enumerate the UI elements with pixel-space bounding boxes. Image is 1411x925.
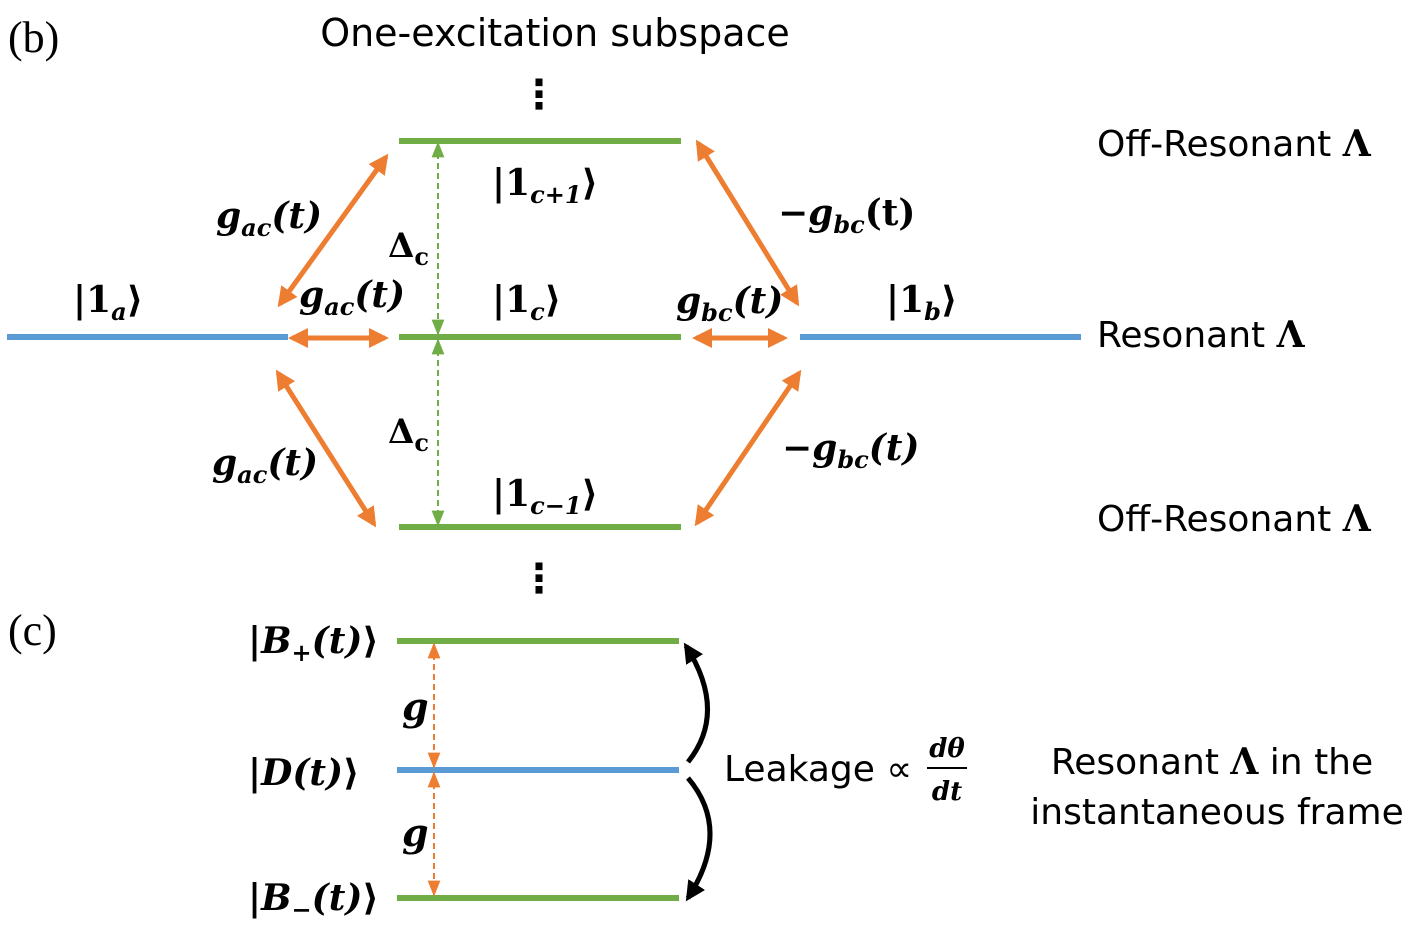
coupling-label-ac-top: gac(t): [216, 195, 322, 242]
leakage-label: Leakage ∝: [724, 749, 912, 790]
ellipsis-top: ⋮: [519, 72, 559, 118]
detuning-label-upper: Δc: [388, 226, 429, 271]
ket-label-b-plus: |B+(t)⟩: [248, 620, 379, 667]
coupling-arrow-bc-top: [695, 139, 800, 307]
ket-label-dark: |D(t)⟩: [248, 752, 359, 794]
panel-b-title: One-excitation subspace: [320, 11, 790, 55]
ket-label-1b: |1b⟩: [886, 279, 957, 326]
coupling-arrow-ac-top: [277, 153, 389, 308]
leakage-arrow-down: [685, 776, 713, 902]
leakage-fraction-numerator: dθ: [929, 734, 965, 764]
coupling-arrow-ac-bot: [275, 369, 377, 528]
gap-label-lower: g: [402, 810, 429, 855]
ket-label-1a: |1a⟩: [73, 279, 143, 326]
detuning-label-lower: Δc: [388, 412, 429, 457]
ket-label-b-minus: |B−(t)⟩: [248, 877, 379, 924]
ket-label-1c-plus-1: |1c+1⟩: [492, 162, 598, 209]
ket-label-1c-minus-1: |1c−1⟩: [492, 473, 598, 520]
side-label-top: Off-Resonant Λ: [1097, 123, 1372, 165]
ket-label-1c: |1c⟩: [492, 279, 561, 326]
gap-label-upper: g: [402, 684, 429, 729]
coupling-label-ac-mid: gac(t): [299, 274, 405, 321]
coupling-label-bc-top: −gbc(t): [778, 192, 915, 239]
side-label-bot: Off-Resonant Λ: [1097, 498, 1372, 540]
coupling-label-bc-bot: −gbc(t): [782, 427, 919, 474]
coupling-arrow-bc-bot: [694, 369, 802, 527]
coupling-label-bc-mid: gbc(t): [676, 280, 783, 327]
ellipsis-bottom: ⋮: [519, 556, 559, 602]
side-label-mid: Resonant Λ: [1097, 314, 1306, 356]
panel-b-label: (b): [8, 13, 59, 62]
frame-label-line2: instantaneous frame: [1030, 792, 1404, 833]
coupling-label-ac-bot: gac(t): [212, 442, 318, 489]
leakage-fraction-denominator: dt: [932, 777, 962, 807]
leakage-arrow-up: [683, 642, 710, 764]
panel-c-label: (c): [8, 606, 57, 655]
frame-label-line1: Resonant Λ in the: [1051, 741, 1373, 783]
